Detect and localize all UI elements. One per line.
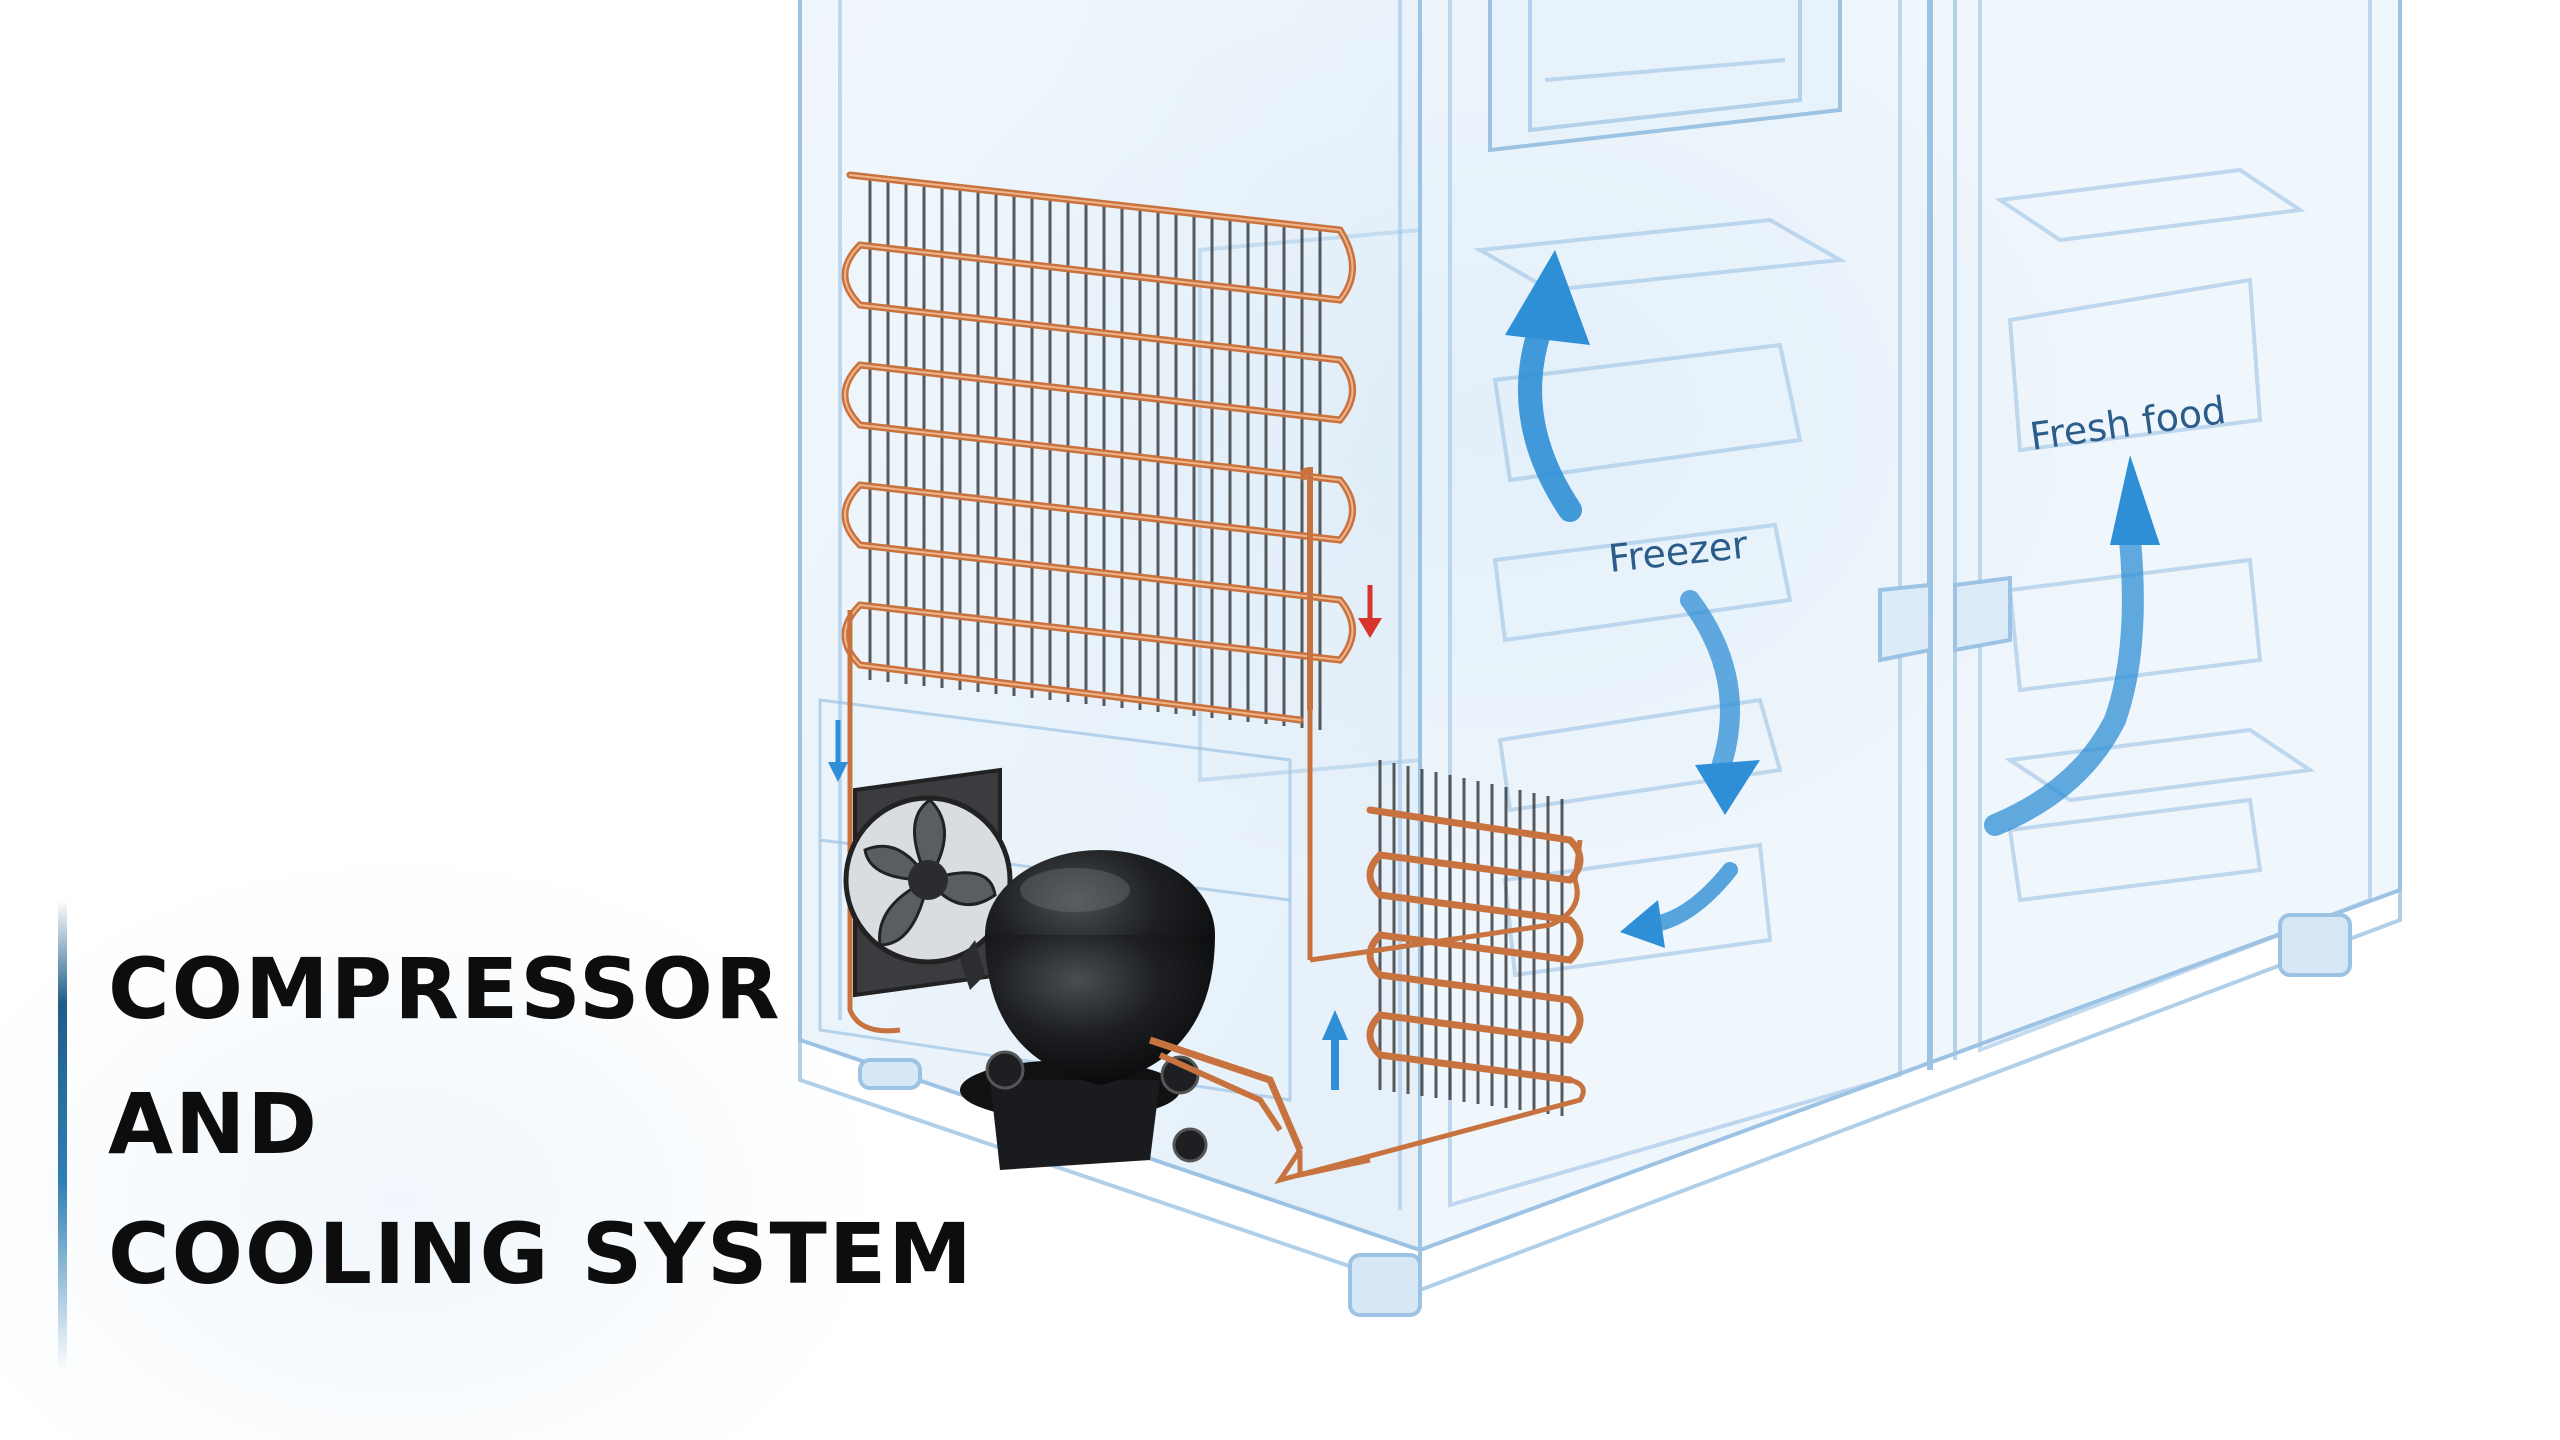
evaporator-coil-icon — [1274, 710, 1586, 1185]
title-accent-bar — [58, 900, 67, 1370]
title-line-3: COOLING SYSTEM — [108, 1205, 974, 1303]
title-block: COMPRESSOR AND COOLING SYSTEM — [58, 900, 972, 1370]
title-line-1: COMPRESSOR — [108, 940, 782, 1038]
airflow-arrow-icon — [1505, 250, 2160, 948]
title-line-2: AND — [108, 1075, 320, 1173]
condenser-coil-icon — [841, 171, 1356, 1034]
refrigerant-flow-arrow-icon — [828, 585, 1382, 1090]
compressor-icon — [960, 850, 1304, 1170]
